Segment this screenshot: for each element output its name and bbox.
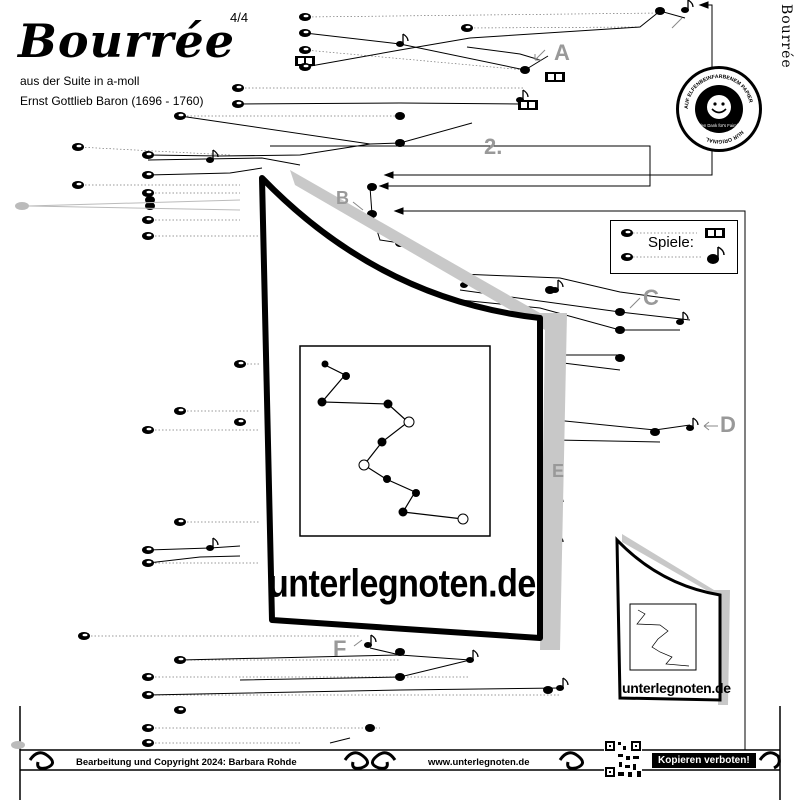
arrow-icons <box>378 1 709 215</box>
section-mark-b: B <box>336 188 349 208</box>
section-mark-d: D <box>720 412 736 437</box>
stamp-line-2: Vielen Dank für's Fairplay! <box>695 123 744 128</box>
watermark-text: unterlegnoten.de <box>268 562 536 606</box>
footer-ornament <box>11 741 781 771</box>
footer-warning: Kopieren verboten! <box>652 753 756 768</box>
watermark-logo <box>259 170 567 650</box>
footer-copyright: Bearbeitung und Copyright 2024: Barbara … <box>76 757 297 768</box>
subtitle: aus der Suite in a-moll <box>20 74 140 88</box>
legend-label: Spiele: <box>648 234 694 251</box>
section-mark-a: A <box>554 40 570 65</box>
guide-lines <box>77 12 661 744</box>
page-title: Bourrée <box>18 14 236 68</box>
repeat-ending-two: 2. <box>484 134 503 159</box>
section-mark-c: C <box>643 285 659 310</box>
composer: Ernst Gottlieb Baron (1696 - 1760) <box>20 94 204 108</box>
qr-code-icon <box>604 740 642 778</box>
page-number: 4/4 <box>230 10 249 25</box>
watermark-logo-small <box>615 534 730 705</box>
legend-box <box>610 220 738 274</box>
side-title: Bourrée <box>778 4 794 69</box>
smiley-stamp-icon: AUF ELFENBEINFARBENEM PAPIER NUR ORIGINA… <box>676 66 762 152</box>
watermark-small-text: unterlegnoten.de <box>622 680 731 696</box>
section-mark-e: E <box>552 461 565 481</box>
section-mark-f: F <box>333 636 347 661</box>
footer-url[interactable]: www.unterlegnoten.de <box>428 757 530 768</box>
